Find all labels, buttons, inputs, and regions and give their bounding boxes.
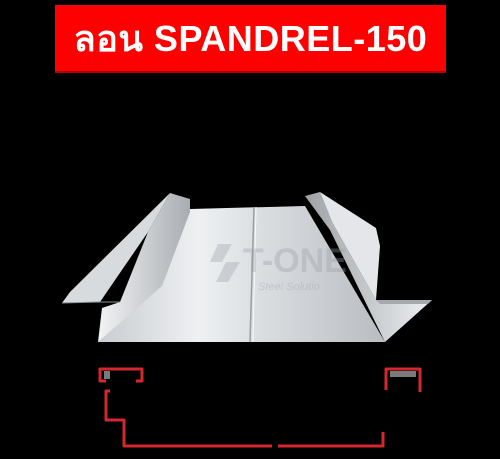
left-hem	[98, 367, 144, 383]
spandrel-sheet-illustration: T-ONE Steel Solutio	[61, 192, 432, 343]
center-groove	[249, 206, 255, 343]
right-hem	[384, 367, 422, 392]
profile-right-web	[278, 432, 385, 448]
page-title: ลอน SPANDREL-150	[73, 17, 428, 59]
left-flange	[62, 193, 170, 303]
watermark-brand: T-ONE	[243, 242, 347, 280]
watermark-tagline: Steel Solutio	[258, 281, 320, 293]
right-rib	[305, 192, 432, 342]
brand-logo-icon	[210, 244, 232, 262]
title-banner: ลอน SPANDREL-150	[55, 5, 446, 71]
right-flange	[320, 192, 380, 300]
profile-left-web	[104, 389, 272, 448]
brand-watermark: T-ONE Steel Solutio	[210, 242, 347, 293]
left-rib	[98, 193, 190, 342]
profile-cross-section	[98, 367, 422, 448]
